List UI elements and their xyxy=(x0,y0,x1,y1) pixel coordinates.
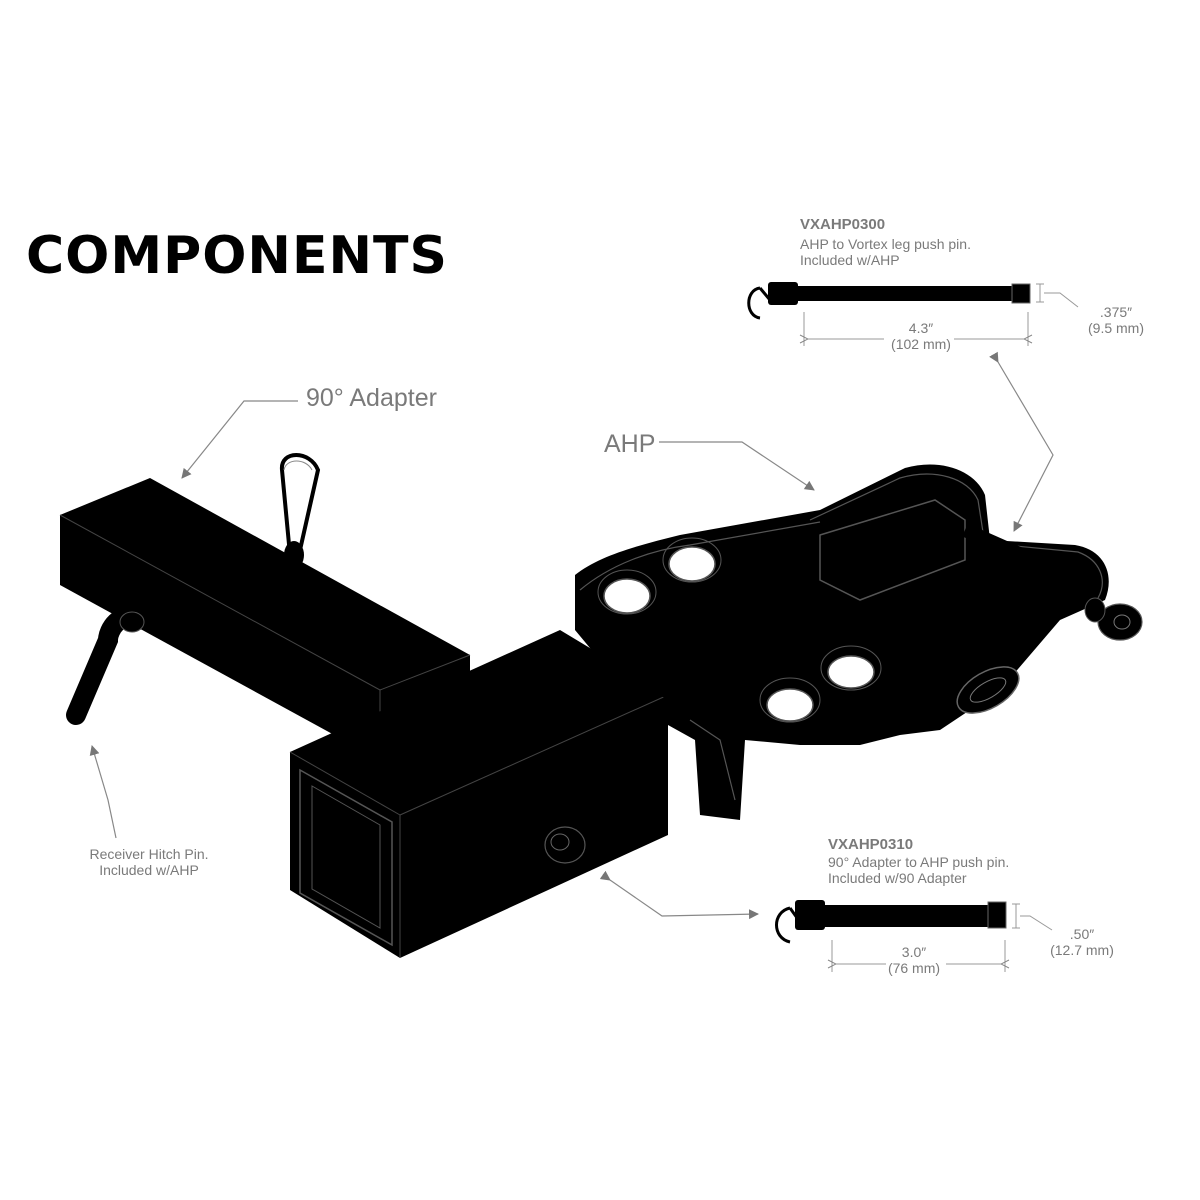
pin-top-diameter: .375″ (9.5 mm) xyxy=(1076,304,1156,336)
pin-top-diameter-in: .375″ xyxy=(1099,304,1133,320)
receiver-pin-leader xyxy=(89,745,117,839)
receiver-pin-label-line2: Included w/AHP xyxy=(99,862,199,878)
ahp-drawing xyxy=(575,464,1143,820)
pin-bottom-dimensions xyxy=(832,903,1053,972)
ahp-label: AHP xyxy=(604,430,656,458)
pin-top-drawing xyxy=(747,282,1031,320)
pin-bottom-length-in: 3.0″ xyxy=(901,944,927,960)
adapter-90-drawing xyxy=(59,453,669,958)
pin-top-length: 4.3″ (102 mm) xyxy=(876,320,966,352)
pin-top-length-in: 4.3″ xyxy=(908,320,934,336)
pin-bottom-length: 3.0″ (76 mm) xyxy=(876,944,952,976)
pin-bottom-length-mm: (76 mm) xyxy=(887,960,941,976)
pin-top-leader xyxy=(989,351,1054,532)
receiver-pin-label: Receiver Hitch Pin. Included w/AHP xyxy=(54,846,244,878)
pin-bottom-leader xyxy=(599,870,759,920)
pin-bottom-description: 90° Adapter to AHP push pin. Included w/… xyxy=(828,854,1009,886)
pin-top-length-mm: (102 mm) xyxy=(891,336,951,352)
ahp-leader xyxy=(659,441,815,491)
pin-top-desc-line1: AHP to Vortex leg push pin. xyxy=(800,236,971,252)
pin-top-diameter-mm: (9.5 mm) xyxy=(1088,320,1144,336)
pin-bottom-diameter-mm: (12.7 mm) xyxy=(1050,942,1114,958)
pin-bottom-desc-line2: Included w/90 Adapter xyxy=(828,870,967,886)
pin-top-part-number: VXAHP0300 xyxy=(800,216,886,233)
page-title: COMPONENTS xyxy=(26,226,448,286)
pin-top-desc-line2: Included w/AHP xyxy=(800,252,900,268)
pin-bottom-drawing xyxy=(775,900,1007,944)
pin-top-dimensions xyxy=(804,283,1079,346)
pin-bottom-diameter: .50″ (12.7 mm) xyxy=(1042,926,1122,958)
pin-bottom-desc-line1: 90° Adapter to AHP push pin. xyxy=(828,854,1010,870)
adapter-leader xyxy=(181,400,298,479)
receiver-pin-label-line1: Receiver Hitch Pin. xyxy=(89,846,209,862)
leader-arrows xyxy=(89,351,1054,920)
adapter-label: 90° Adapter xyxy=(306,384,437,412)
pin-bottom-part-number: VXAHP0310 xyxy=(828,836,914,853)
pin-bottom-diameter-in: .50″ xyxy=(1069,926,1095,942)
pin-top-description: AHP to Vortex leg push pin. Included w/A… xyxy=(800,236,971,268)
